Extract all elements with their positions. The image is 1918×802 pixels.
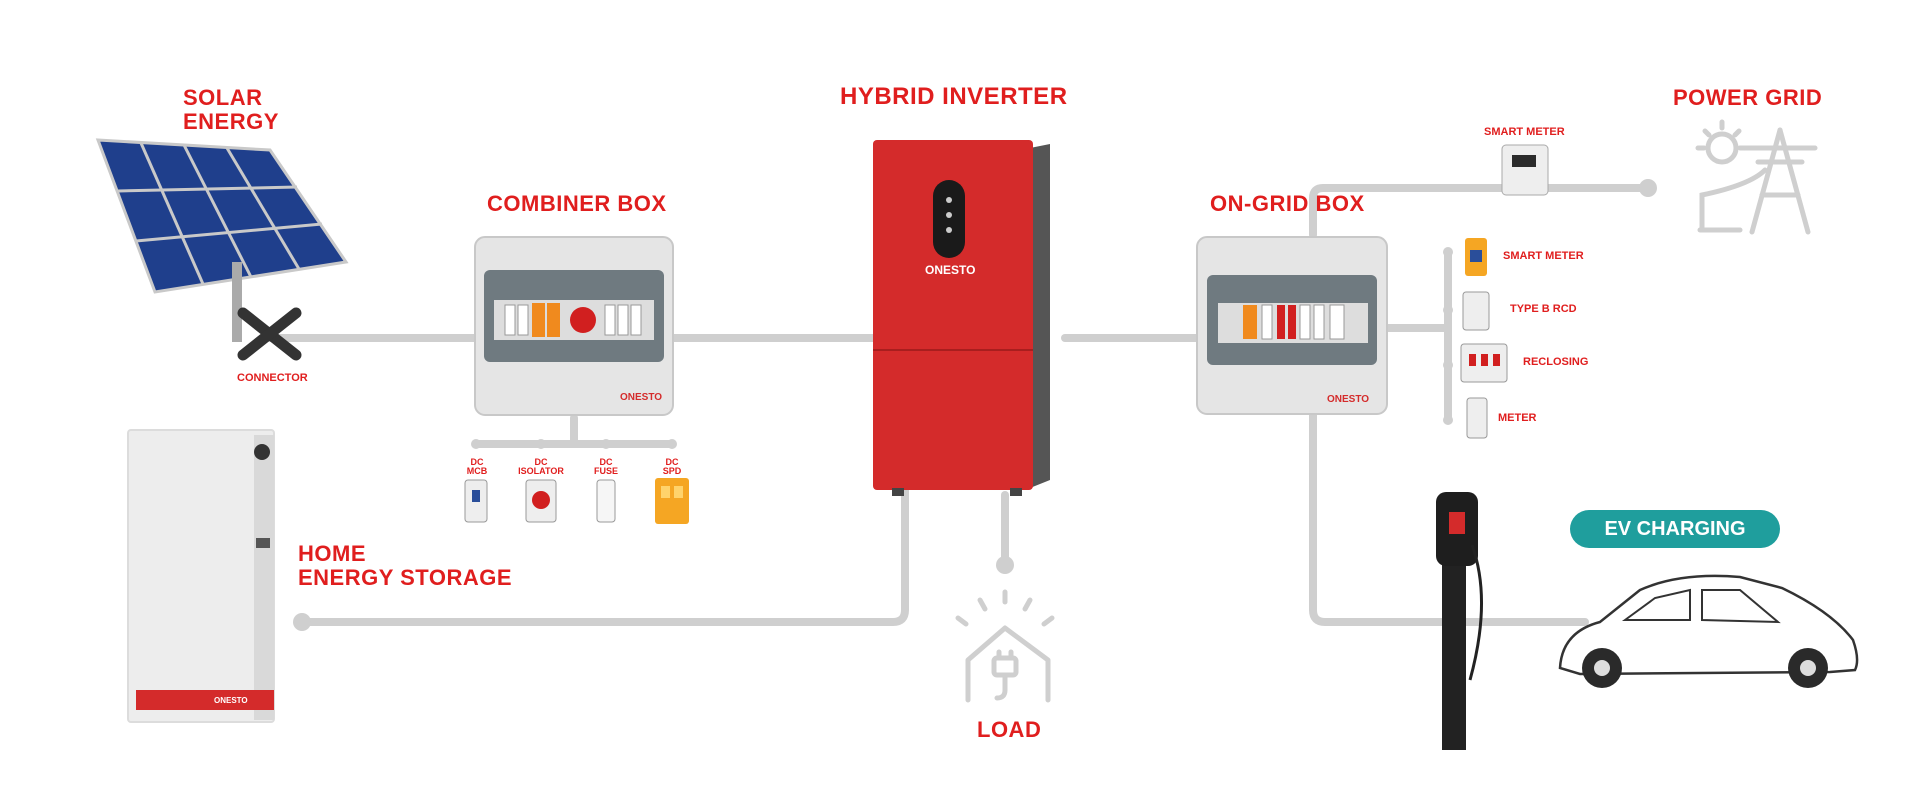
line-ongrid-to-meter [1309,184,1649,239]
smart-meter-icon [1501,144,1549,196]
label-dc-mcb-line2: MCB [466,466,488,477]
label-reclosing: RECLOSING [1523,356,1589,368]
brand-inverter: ONESTO [925,263,976,277]
label-dc-spd: DC SPD [656,457,688,477]
brand-combiner: ONESTO [620,392,663,403]
line-endpoints [293,179,1657,631]
type-b-rcd-icon [1462,291,1490,331]
label-dc-isolator-line2: ISOLATOR [518,466,564,477]
label-dc-mcb: DC MCB [461,457,493,477]
label-meter: METER [1498,412,1537,424]
on-grid-box-icon [1196,236,1388,415]
label-power-grid: POWER GRID [1673,85,1823,110]
dc-spd-icon [655,478,689,524]
label-on-grid-box: ON-GRID BOX [1210,191,1365,216]
label-type-b-rcd: TYPE B RCD [1510,303,1577,315]
label-dc-isolator-line1: DC [534,457,548,467]
label-dc-spd-line2: SPD [662,466,682,477]
label-connector: CONNECTOR [237,372,308,384]
label-ongrid-smart-meter: SMART METER [1503,250,1584,262]
label-dc-isolator: DC ISOLATOR [513,457,569,477]
connector-icon [237,307,302,361]
meter-icon [1466,397,1488,439]
reclosing-icon [1460,343,1508,383]
dc-fuse-icon [596,479,616,523]
label-solar-line1: SOLAR [183,85,263,110]
label-dc-spd-line1: DC [665,457,679,467]
battery-icon [127,429,275,723]
label-dc-fuse-line2: FUSE [593,466,618,477]
label-solar-line2: ENERGY [183,109,279,135]
dc-mcb-icon [464,479,488,523]
label-smart-meter-top: SMART METER [1484,126,1565,138]
ev-charging-badge: EV CHARGING [1570,510,1780,548]
label-dc-fuse: DC FUSE [590,457,622,477]
brand-battery: ONESTO [214,696,248,705]
line-inverter-to-storage [298,486,909,626]
ongrid-smart-meter-icon [1465,238,1487,276]
label-solar-energy: SOLAR ENERGY [183,85,279,135]
solar-panel-icon [95,138,349,342]
brand-ongrid: ONESTO [1327,394,1370,405]
combiner-box-icon [474,236,674,416]
label-hybrid-inverter: HYBRID INVERTER [840,83,1068,110]
connection-lines [234,184,1649,626]
label-dc-mcb-line1: DC [470,457,484,467]
label-home-storage-line1: HOME [298,541,366,566]
label-home-storage-line2: ENERGY STORAGE [298,565,513,591]
ev-charger-icon [1436,492,1483,750]
dc-isolator-icon [525,479,557,523]
label-home-energy-storage: HOME ENERGY STORAGE [298,541,513,591]
label-combiner-box: COMBINER BOX [487,191,667,216]
hybrid-inverter-icon [873,140,1050,496]
label-dc-fuse-line1: DC [599,457,613,467]
label-load: LOAD [977,717,1042,742]
car-icon [1558,574,1859,688]
power-grid-icon [1695,119,1818,235]
line-ongrid-to-car [1309,411,1589,626]
house-load-icon [955,589,1055,703]
